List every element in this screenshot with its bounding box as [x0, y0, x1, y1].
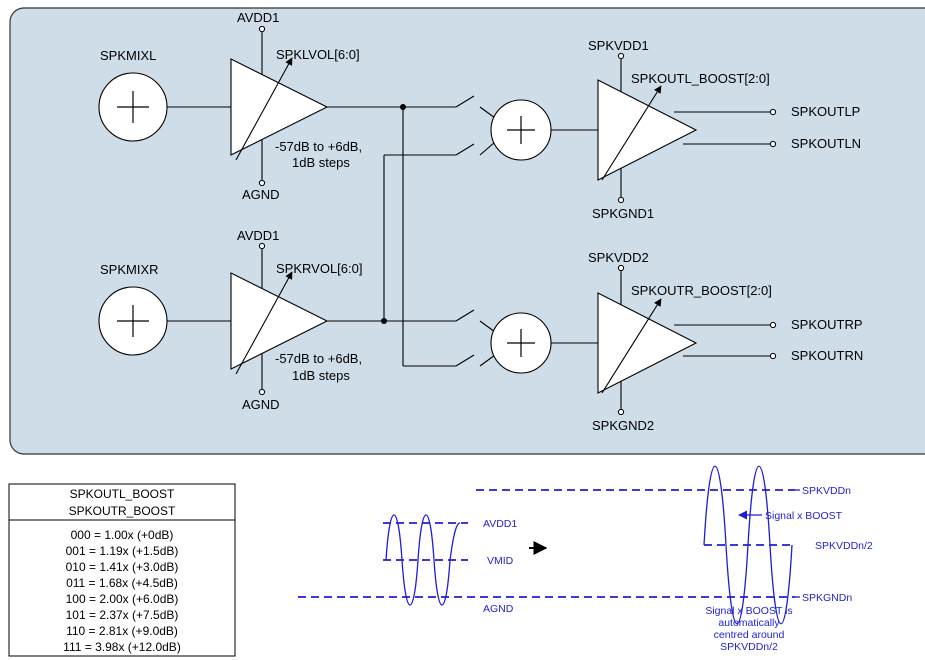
routing-wires: [381, 95, 496, 367]
table-header-2: SPKOUTR_BOOST: [69, 504, 176, 518]
right-vol-label: SPKRVOL[6:0]: [276, 261, 362, 276]
wave-note-line: automatically: [718, 617, 780, 629]
left-mixer-label: SPKMIXL: [100, 48, 156, 63]
table-row: 110 = 2.81x (+9.0dB): [66, 624, 178, 638]
left-gain-step: 1dB steps: [292, 155, 350, 170]
table-row: 111 = 3.98x (+12.0dB): [63, 640, 181, 654]
wave-spkvddn-label: SPKVDDn: [802, 485, 851, 497]
output-spkoutrp: SPKOUTRP: [791, 317, 863, 332]
output-spkoutln: SPKOUTLN: [791, 136, 861, 151]
right-gain-step: 1dB steps: [292, 368, 350, 383]
spkvdd1-label: SPKVDD1: [588, 38, 649, 53]
table-row: 000 = 1.00x (+0dB): [71, 528, 174, 542]
wave-spkvddn-half-label: SPKVDDn/2: [815, 540, 873, 552]
table-row: 011 = 1.68x (+4.5dB): [66, 576, 178, 590]
right-avdd-label: AVDD1: [237, 228, 279, 243]
spkvdd2-label: SPKVDD2: [588, 250, 649, 265]
schematic-panel: [9, 7, 925, 455]
right-volume-amp: [230, 242, 329, 396]
output-spkoutrn: SPKOUTRN: [791, 348, 863, 363]
spkgnd2-label: SPKGND2: [592, 418, 654, 433]
left-agnd-label: AGND: [242, 187, 280, 202]
table-row: 010 = 1.41x (+3.0dB): [66, 560, 179, 574]
boost-table: [8, 483, 236, 657]
table-row: 100 = 2.00x (+6.0dB): [66, 592, 179, 606]
wave-note-line: Signal x BOOST is: [705, 605, 792, 617]
table-header-1: SPKOUTL_BOOST: [70, 487, 175, 501]
waveform-illustration: [298, 465, 800, 625]
wave-avdd1-label: AVDD1: [483, 518, 517, 530]
left-vol-label: SPKLVOL[6:0]: [276, 47, 360, 62]
wave-note-line: centred around: [714, 629, 785, 641]
left-volume-amp: [230, 25, 329, 187]
wave-note-line: SPKVDDn/2: [720, 641, 778, 653]
output-spkoutlp: SPKOUTLP: [791, 104, 860, 119]
right-mixer-label: SPKMIXR: [100, 262, 159, 277]
wave-signal-boost-label: Signal x BOOST: [765, 510, 843, 522]
table-row: 101 = 2.37x (+7.5dB): [66, 608, 179, 622]
right-boost-label: SPKOUTR_BOOST[2:0]: [631, 283, 772, 298]
right-boost-amp: [597, 264, 777, 416]
right-gain-range: -57dB to +6dB,: [275, 351, 362, 366]
left-avdd-label: AVDD1: [237, 10, 279, 25]
spkgnd1-label: SPKGND1: [592, 206, 654, 221]
wave-vmid-label: VMID: [487, 555, 514, 567]
right-mixer: [98, 286, 168, 356]
table-row: 001 = 1.19x (+1.5dB): [66, 544, 179, 558]
left-output-mixer: [490, 99, 552, 161]
right-output-mixer: [490, 312, 552, 374]
left-mixer: [98, 72, 168, 142]
left-boost-label: SPKOUTL_BOOST[2:0]: [631, 71, 770, 86]
right-agnd-label: AGND: [242, 397, 280, 412]
wave-spkgndn-label: SPKGNDn: [802, 592, 852, 604]
wave-agnd-label: AGND: [483, 603, 514, 615]
left-boost-amp: [597, 52, 777, 204]
left-gain-range: -57dB to +6dB,: [275, 139, 362, 154]
